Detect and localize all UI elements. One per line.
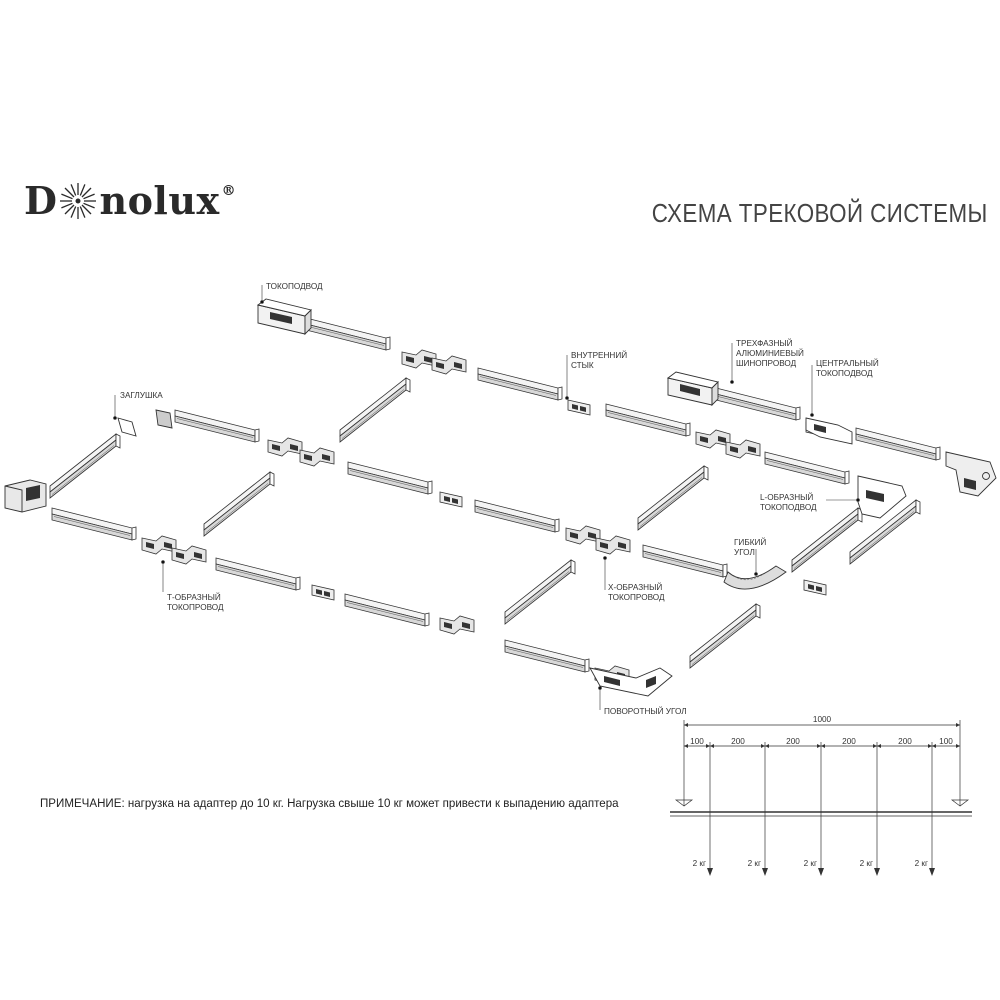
label-feed: ТОКОПОДВОД xyxy=(266,282,323,291)
label-l-1: L-ОБРАЗНЫЙ xyxy=(760,491,813,502)
load-segment-5: 200 xyxy=(898,737,912,746)
corner-module-left xyxy=(4,479,47,513)
label-l-2: ТОКОПОДВОД xyxy=(760,503,817,512)
feed-module xyxy=(256,298,312,336)
registered-mark: ® xyxy=(221,182,237,199)
flexible-corner xyxy=(723,565,787,590)
label-busbar-3: ШИНОПРОВОД xyxy=(736,359,797,368)
brand-name-rest: nolux xyxy=(99,178,220,223)
label-inner-joint-2: СТЫК xyxy=(571,361,594,370)
load-segment-2: 200 xyxy=(731,737,745,746)
corner-module-right xyxy=(945,451,997,497)
label-busbar-2: АЛЮМИНИЕВЫЙ xyxy=(736,347,804,358)
end-cap xyxy=(117,409,173,437)
label-central-2: ТОКОПОДВОД xyxy=(816,369,873,378)
label-x-2: ТОКОПРОВОД xyxy=(608,593,665,602)
label-central-1: ЦЕНТРАЛЬНЫЙ xyxy=(816,357,879,368)
label-corner: ПОВОРОТНЫЙ УГОЛ xyxy=(604,705,687,716)
load-total: 1000 xyxy=(813,715,832,724)
load-segment-1: 100 xyxy=(690,737,704,746)
l-feed-module xyxy=(857,475,907,519)
brand-letter-d: D xyxy=(24,178,58,223)
load-value-1: 2 кг xyxy=(693,859,706,868)
load-scheme xyxy=(670,720,972,870)
callout-leaders xyxy=(113,285,860,710)
load-value-2: 2 кг xyxy=(748,859,761,868)
page-title: СХЕМА ТРЕКОВОЙ СИСТЕМЫ xyxy=(651,198,988,228)
label-inner-joint-1: ВНУТРЕННИЙ xyxy=(571,349,627,360)
note-text: ПРИМЕЧАНИЕ: нагрузка на адаптер до 10 кг… xyxy=(40,796,619,810)
load-value-4: 2 кг xyxy=(860,859,873,868)
load-segment-4: 200 xyxy=(842,737,856,746)
swivel-corner xyxy=(589,667,673,697)
central-feed-module xyxy=(805,417,853,445)
load-arrows xyxy=(684,723,960,876)
brand-logo: D nolux ® xyxy=(24,178,236,223)
label-flex-2: УГОЛ xyxy=(734,548,755,557)
label-t-2: ТОКОПРОВОД xyxy=(167,603,224,612)
label-end-cap: ЗАГЛУШКА xyxy=(120,391,163,400)
label-busbar-1: ТРЕХФАЗНЫЙ xyxy=(736,337,793,348)
label-flex-1: ГИБКИЙ xyxy=(734,536,766,547)
load-value-5: 2 кг xyxy=(915,859,928,868)
load-segment-6: 100 xyxy=(939,737,953,746)
load-value-3: 2 кг xyxy=(804,859,817,868)
load-segment-3: 200 xyxy=(786,737,800,746)
label-x-1: X-ОБРАЗНЫЙ xyxy=(608,581,662,592)
sun-icon xyxy=(60,182,97,219)
feed-module-right xyxy=(666,371,719,407)
label-t-1: Т-ОБРАЗНЫЙ xyxy=(167,591,221,602)
